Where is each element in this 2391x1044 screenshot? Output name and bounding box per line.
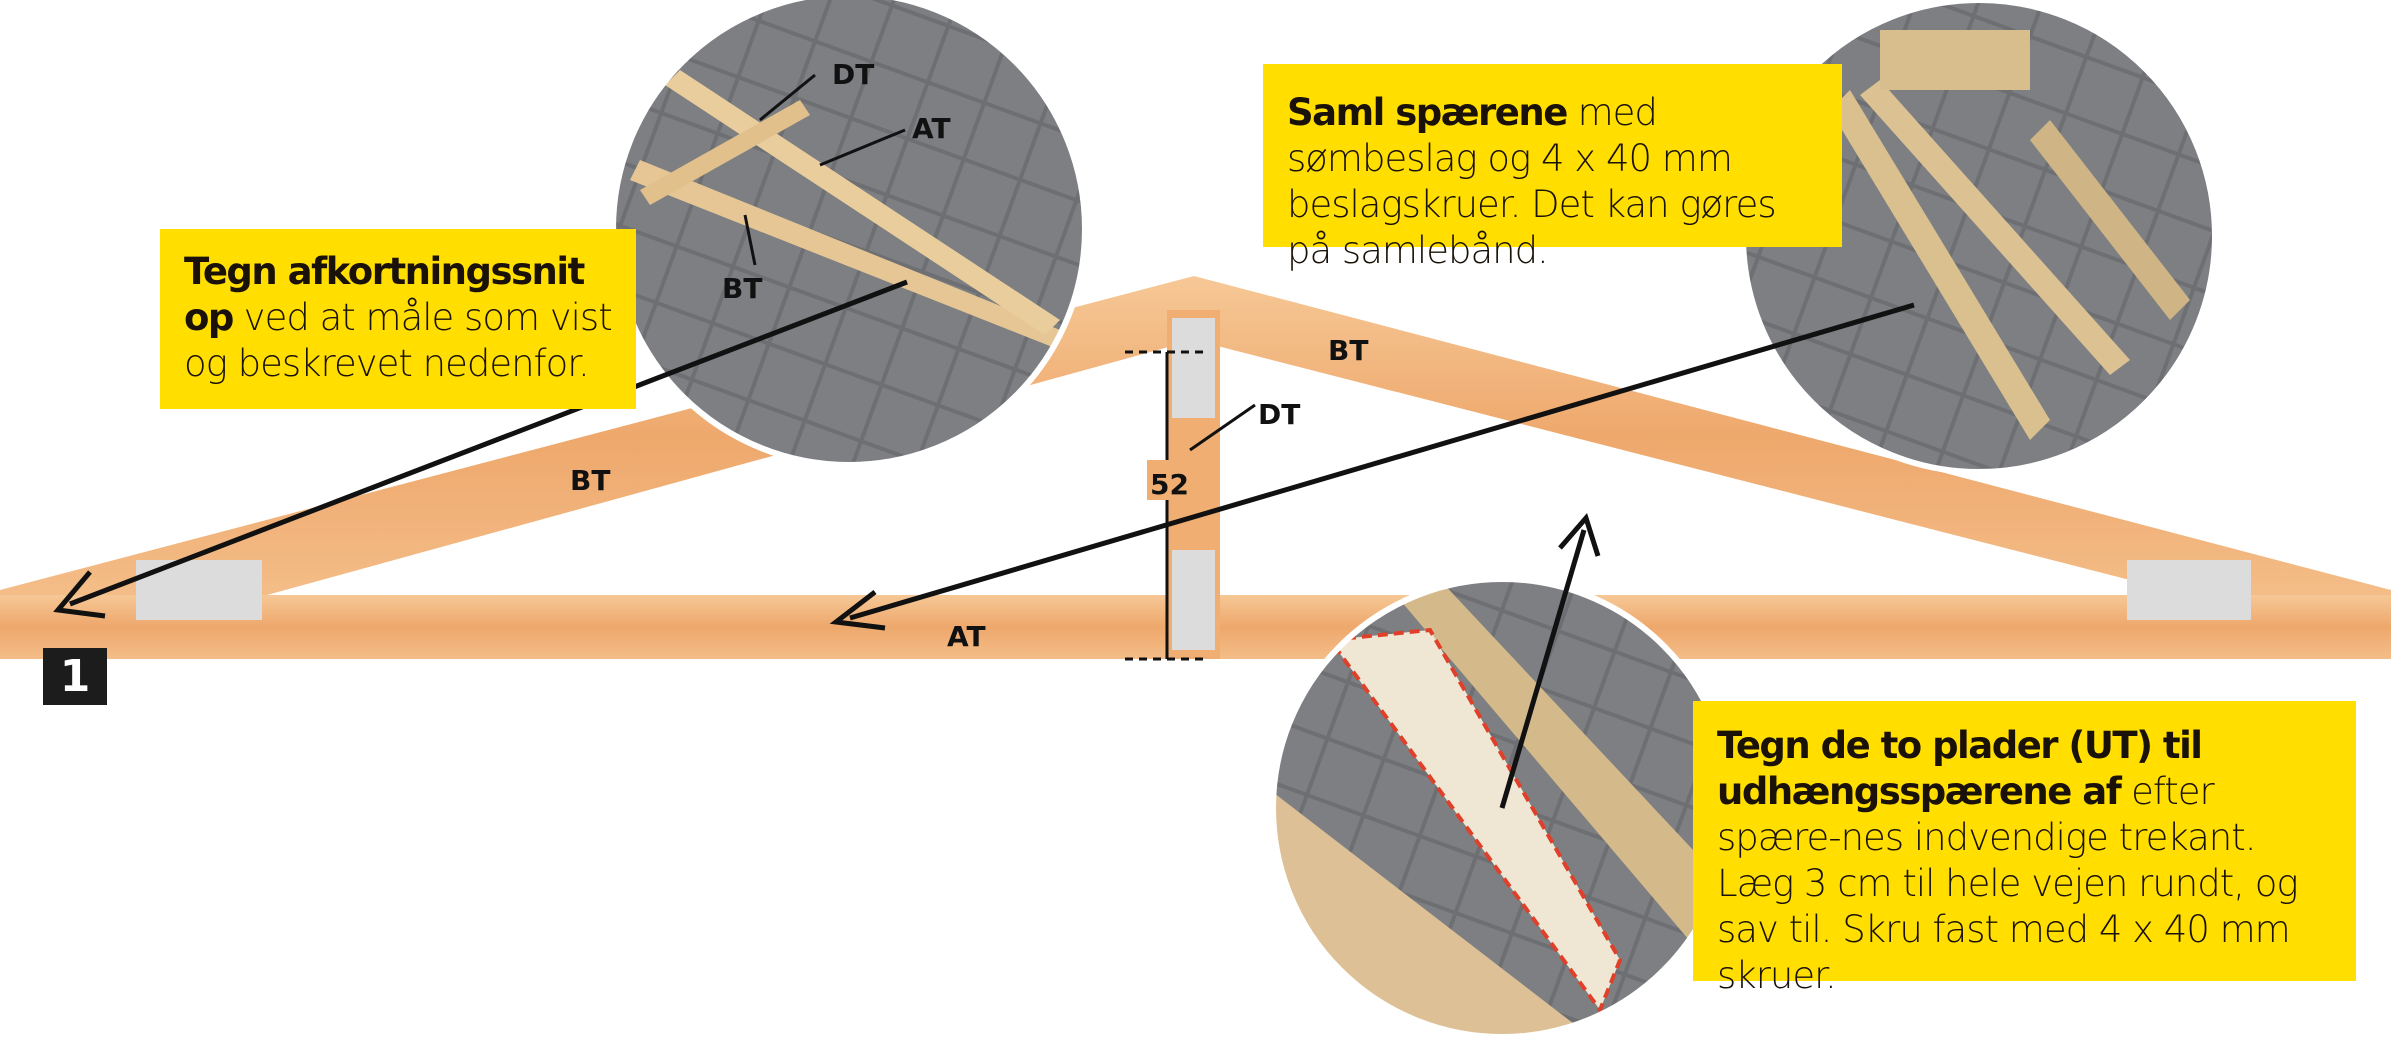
dt-label: DT bbox=[1258, 398, 1300, 431]
at-label: AT bbox=[947, 620, 986, 653]
dimension-line bbox=[1125, 350, 1256, 661]
callout-heading: Tegn de to plader (UT) til udhængsspæren… bbox=[1717, 724, 2203, 813]
callout-assemble: Saml spærene med sømbeslag og 4 x 40 mm … bbox=[1263, 64, 1842, 272]
callout-text: efter spære-nes indvendige trekant. Læg … bbox=[1717, 770, 2299, 997]
callout-text: ved at måle som vist og beskrevet nedenf… bbox=[184, 296, 613, 385]
callout-mark-cut: Tegn afkortningssnit op ved at måle som … bbox=[160, 229, 636, 409]
photo-measuring bbox=[613, 0, 1085, 465]
bt-label: BT bbox=[722, 272, 762, 305]
bt-label: BT bbox=[570, 464, 610, 497]
callout-heading: Saml spærene bbox=[1287, 91, 1568, 134]
nail-plate bbox=[1172, 550, 1215, 650]
at-label: AT bbox=[912, 112, 951, 145]
callout-plates: Tegn de to plader (UT) til udhængsspæren… bbox=[1693, 701, 2356, 997]
nail-plate bbox=[2127, 560, 2251, 620]
callout-heading: Tegn afkortningssnit op bbox=[184, 250, 585, 339]
step-number-badge: 1 bbox=[43, 648, 107, 705]
bt-label: BT bbox=[1328, 334, 1368, 367]
callout-text: med sømbeslag og 4 x 40 mm beslagskruer.… bbox=[1287, 91, 1777, 272]
height-label: 52 bbox=[1150, 468, 1189, 501]
dt-label: DT bbox=[832, 58, 874, 91]
nail-plate bbox=[1172, 318, 1215, 418]
pointer-arrow bbox=[53, 279, 1915, 809]
